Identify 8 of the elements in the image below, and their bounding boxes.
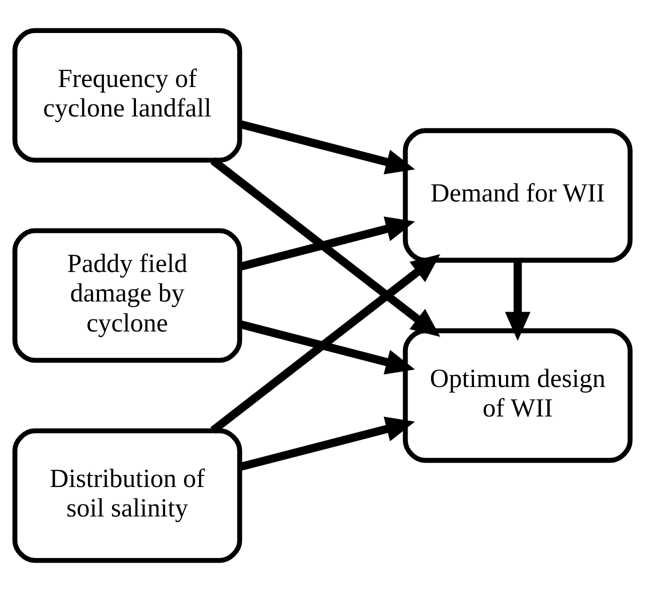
- node-box: Paddy field damage by cyclone: [12, 228, 242, 362]
- arrow: [210, 254, 440, 434]
- node-box: Optimum design of WII: [402, 328, 633, 462]
- arrow: [210, 156, 440, 336]
- node-box: Distribution of soil salinity: [12, 428, 242, 562]
- node-box: Frequency of cyclone landfall: [12, 28, 242, 162]
- arrow: [504, 260, 530, 340]
- node-box: Demand for WII: [402, 128, 633, 262]
